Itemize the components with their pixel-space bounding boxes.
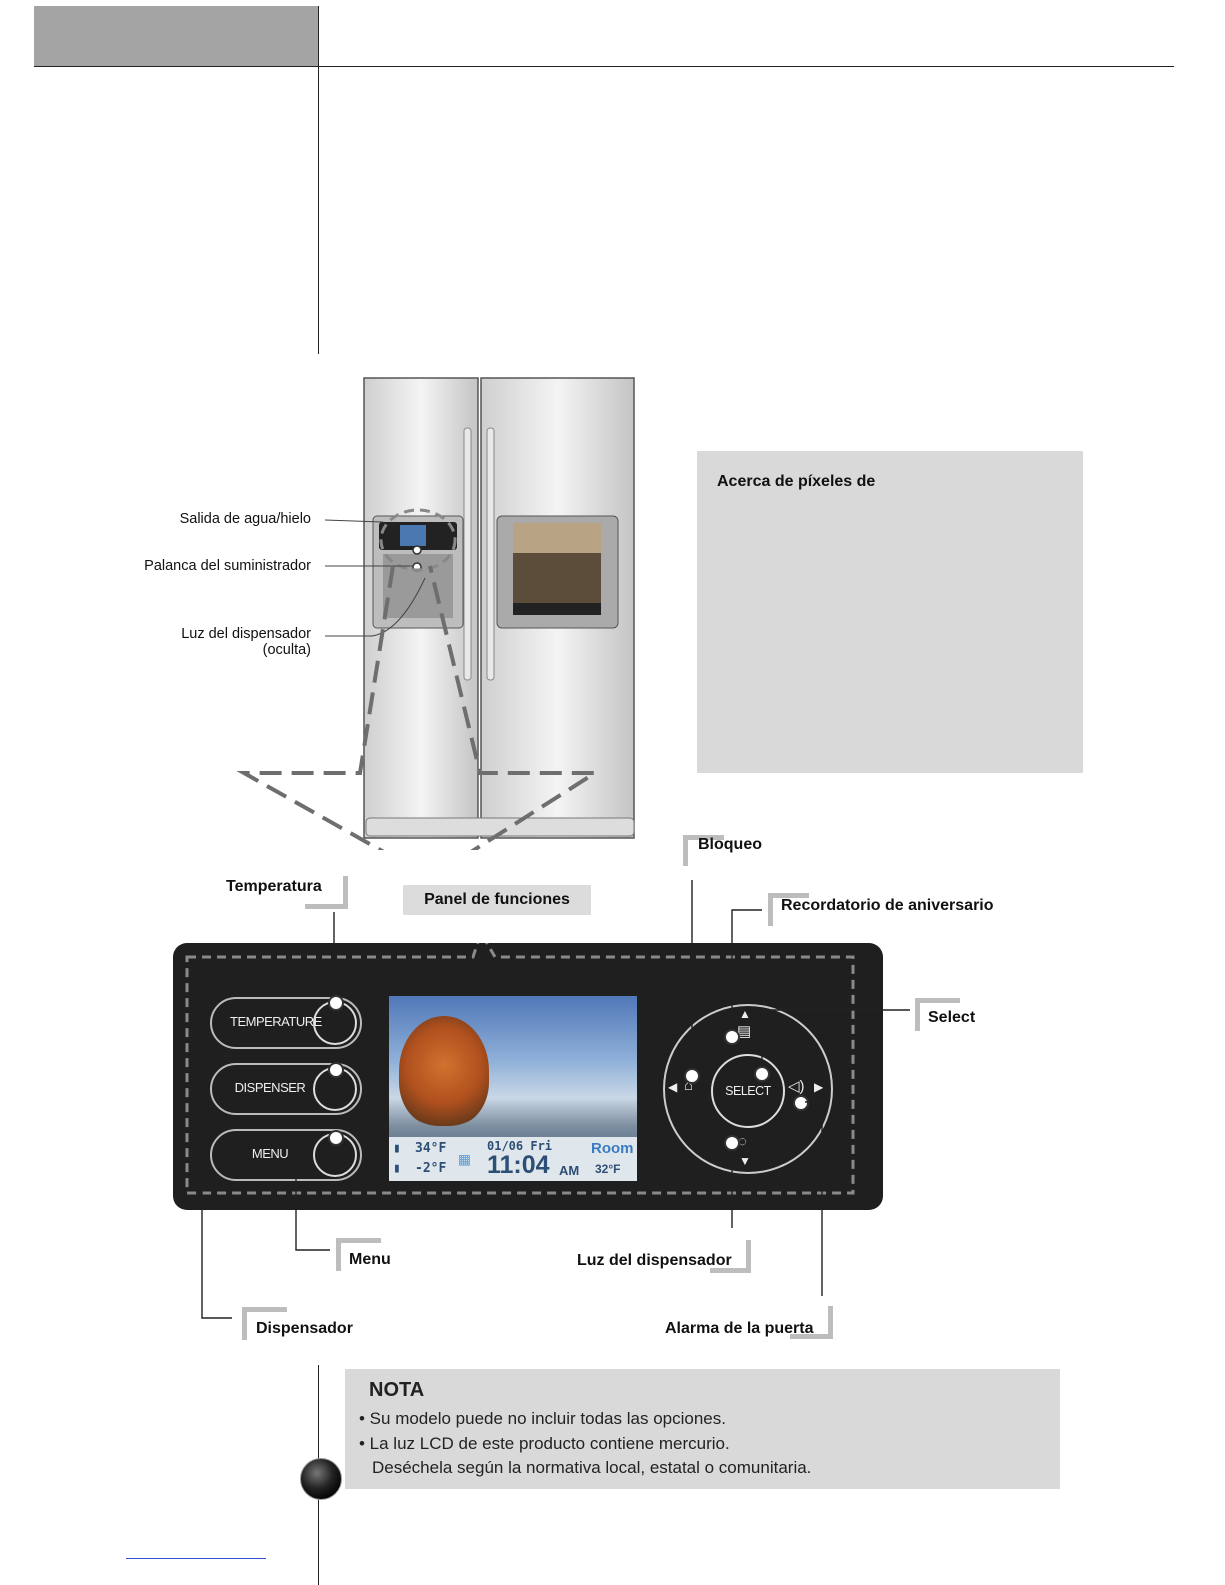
callout-water-ice-outlet: Salida de agua/hielo bbox=[179, 511, 311, 527]
bracket-alarma bbox=[790, 1306, 833, 1339]
bracket-menu bbox=[336, 1238, 381, 1271]
room-temp: 32°F bbox=[595, 1162, 621, 1176]
screen-info-bar: ▮ 34°F ▮ -2°F ▦ 01/06 Fri 11:04 AM Room … bbox=[389, 1137, 637, 1181]
label-temperatura: Temperatura bbox=[226, 878, 322, 895]
callout-dispenser-lever: Palanca del suministrador bbox=[144, 558, 311, 574]
label-menu: Menu bbox=[349, 1251, 391, 1268]
label-panel-de-funciones: Panel de funciones bbox=[403, 885, 591, 915]
room-label: Room bbox=[591, 1140, 634, 1157]
screen-time: 11:04 bbox=[487, 1151, 550, 1179]
temperature-button[interactable]: TEMPERATURE bbox=[210, 997, 362, 1049]
freezer-temp: -2°F bbox=[415, 1161, 447, 1176]
header-tab bbox=[34, 6, 319, 66]
right-arrow-icon[interactable]: ▶ bbox=[814, 1080, 824, 1094]
left-margin-rule-top bbox=[318, 6, 319, 354]
dispenser-zoom-circle bbox=[379, 508, 457, 572]
light-bulb-icon: ◌ bbox=[738, 1133, 747, 1150]
label-recordatorio-aniversario: Recordatorio de aniversario bbox=[781, 897, 994, 914]
bracket-recordatorio bbox=[768, 893, 809, 926]
mini-screen bbox=[400, 525, 426, 546]
screen-tree-image bbox=[399, 1016, 489, 1126]
label-alarma-puerta: Alarma de la puerta bbox=[665, 1320, 814, 1337]
left-handle bbox=[463, 427, 472, 681]
left-arrow-icon[interactable]: ◀ bbox=[668, 1080, 678, 1094]
lock-icon: ⌂ bbox=[684, 1077, 694, 1094]
label-dispensador: Dispensador bbox=[256, 1320, 353, 1337]
calendar-icon: ▤ bbox=[737, 1023, 752, 1040]
select-button[interactable]: SELECT bbox=[711, 1054, 785, 1128]
up-arrow-icon[interactable]: ▲ bbox=[739, 1007, 751, 1021]
navigation-ring bbox=[663, 1004, 833, 1174]
about-pixels-title: Acerca de píxeles de bbox=[717, 473, 876, 490]
note-title: NOTA bbox=[369, 1379, 425, 1401]
screen-date: 01/06 Fri bbox=[487, 1139, 553, 1153]
bracket-bloqueo bbox=[683, 835, 724, 866]
callout-dispenser-light-hidden: (oculta) bbox=[262, 642, 311, 658]
footer-link-underline bbox=[126, 1558, 266, 1559]
screen-ampm: AM bbox=[559, 1163, 580, 1178]
base-grille bbox=[365, 817, 635, 837]
right-handle bbox=[486, 427, 495, 681]
water-outlet-marker bbox=[412, 545, 422, 555]
bracket-dispensador bbox=[242, 1307, 287, 1340]
marker-dispensador bbox=[328, 1062, 344, 1078]
speaker-icon: ◁) bbox=[788, 1078, 805, 1095]
bracket-temperatura bbox=[305, 876, 348, 909]
menu-button-label: MENU bbox=[251, 1146, 289, 1161]
refrigerator-illustration bbox=[236, 377, 635, 850]
bracket-luz bbox=[710, 1240, 751, 1273]
page-marker-ball bbox=[300, 1458, 342, 1500]
ice-cup-icon: ▦ bbox=[459, 1149, 470, 1170]
down-arrow-icon[interactable]: ▼ bbox=[739, 1154, 751, 1168]
label-bloqueo: Bloqueo bbox=[698, 836, 762, 853]
lcd-screen: ▮ 34°F ▮ -2°F ▦ 01/06 Fri 11:04 AM Room … bbox=[389, 996, 637, 1181]
note-line-2: • La luz LCD de este producto contiene m… bbox=[359, 1434, 730, 1453]
about-pixels-box: Acerca de píxeles de bbox=[697, 451, 1083, 773]
fridge-temp: 34°F bbox=[415, 1141, 447, 1156]
marker-alarma bbox=[793, 1095, 809, 1111]
label-select: Select bbox=[928, 1009, 976, 1026]
dispenser-button-label: DISPENSER bbox=[234, 1080, 306, 1095]
label-luz-dispensador: Luz del dispensador bbox=[577, 1252, 732, 1269]
temperature-button-label: TEMPERATURE bbox=[230, 1014, 322, 1029]
bracket-select bbox=[915, 998, 960, 1031]
note-line-1: • Su modelo puede no incluir todas las o… bbox=[359, 1409, 726, 1428]
freezer-temp-icon: ▮ bbox=[393, 1161, 401, 1176]
marker-menu bbox=[328, 1130, 344, 1146]
fridge-temp-icon: ▮ bbox=[393, 1141, 401, 1156]
marker-temperatura bbox=[328, 995, 344, 1011]
note-box: NOTA • Su modelo puede no incluir todas … bbox=[345, 1369, 1060, 1489]
header-rule bbox=[34, 66, 1174, 67]
callout-dispenser-light: Luz del dispensador bbox=[181, 626, 311, 642]
note-line-3: Deséchela según la normativa local, esta… bbox=[372, 1458, 812, 1477]
